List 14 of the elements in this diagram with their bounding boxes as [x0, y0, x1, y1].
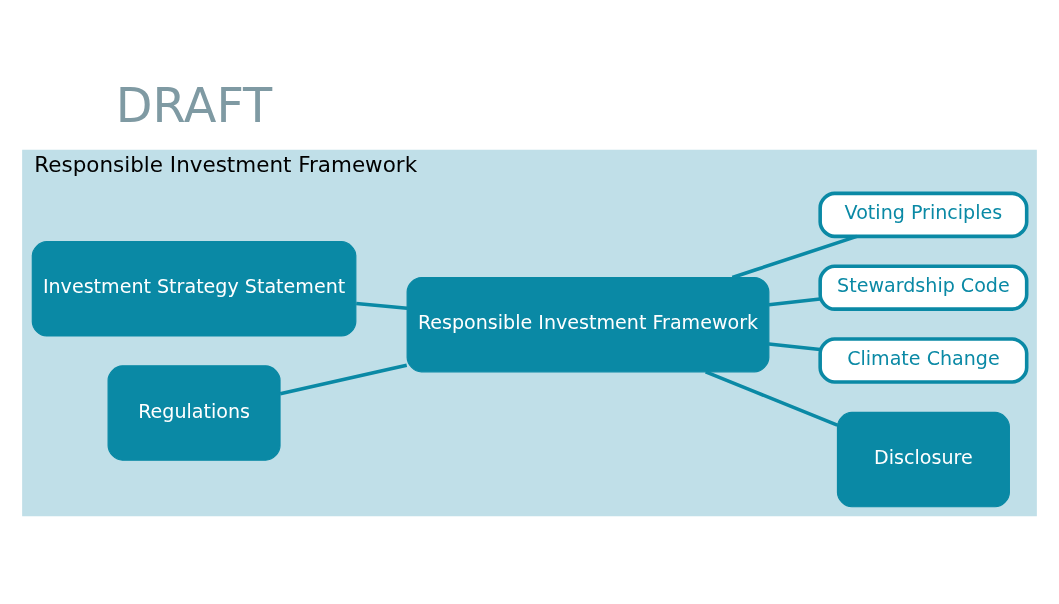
connector — [356, 301, 408, 311]
connector — [731, 234, 858, 280]
connector — [768, 297, 821, 307]
node-box: Disclosure — [836, 411, 1010, 508]
connector — [705, 370, 838, 427]
node-box: Regulations — [107, 365, 281, 461]
connector — [768, 342, 821, 352]
node-box: Investment Strategy Statement — [31, 241, 357, 337]
node-box: Climate Change — [818, 337, 1029, 384]
node-box: Stewardship Code — [818, 264, 1029, 311]
label: DRAFT — [115, 77, 273, 133]
connector — [279, 363, 408, 396]
node-box: Voting Principles — [818, 191, 1029, 239]
node-box: Responsible Investment Framework — [406, 276, 770, 373]
